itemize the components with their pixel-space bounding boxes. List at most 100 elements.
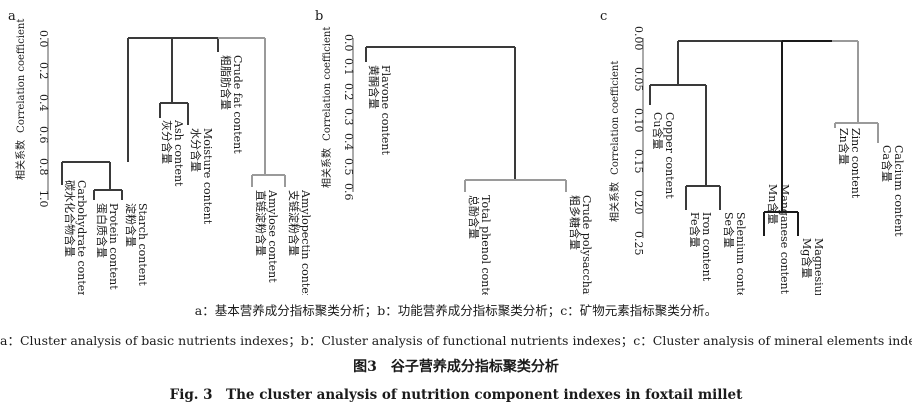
panel-caption-cn: a：基本营养成分指标聚类分析；b：功能营养成分指标聚类分析；c：矿物元素指标聚类… bbox=[194, 303, 718, 318]
leaf-en: Flavone content bbox=[379, 65, 392, 156]
tick-label: 0.5 bbox=[342, 158, 355, 176]
figure-title-cn: 图3 谷子营养成分指标聚类分析 bbox=[353, 359, 559, 375]
panel-c-axis-title: 相关系数 Correlation coefficient bbox=[608, 61, 621, 222]
leaf-cn: Mg含量 bbox=[800, 238, 814, 278]
tick-label: 0.8 bbox=[37, 158, 50, 176]
panel-b-axis-title: 相关系数 Correlation coefficient bbox=[320, 27, 333, 188]
leaf-label-starch: 淀粉含量Starch content bbox=[124, 203, 149, 286]
leaf-en: Carbohydrate content bbox=[75, 180, 88, 295]
leaf-label-protein: 蛋白质含量Protein content bbox=[95, 203, 120, 290]
dendro-branch bbox=[218, 37, 286, 187]
leaf-label-amylopectin: 支链淀粉含量Amylopectin content bbox=[287, 189, 312, 295]
tick-label: 0.15 bbox=[632, 149, 645, 174]
leaf-en: Zinc content bbox=[849, 128, 862, 199]
leaf-label-magnesium: Mg含量Magnesium content bbox=[800, 238, 825, 295]
leaf-en: Starch content bbox=[136, 203, 149, 286]
panel-c-ticks: 0.00 0.05 0.10 0.15 0.20 0.25 bbox=[632, 26, 645, 256]
leaf-cn: 支链淀粉含量 bbox=[287, 190, 301, 256]
tick-label: 0.20 bbox=[632, 190, 645, 215]
dendro-branch bbox=[649, 40, 822, 210]
tick-label: 0.00 bbox=[632, 26, 645, 51]
leaf-cn: Cu含量 bbox=[651, 112, 665, 150]
panel-a-leaves: 碳水化合物含量Carbohydrate content 蛋白质含量Protein… bbox=[63, 55, 312, 295]
leaf-cn: 水分含量 bbox=[189, 128, 203, 172]
leaf-label-zinc: Zn含量Zinc content bbox=[837, 128, 862, 199]
leaf-label-ash: 灰分含量Ash content bbox=[160, 119, 185, 187]
leaf-label-calcium: Ca含量Calcium content bbox=[880, 145, 905, 237]
leaf-cn: 粗多糖含量 bbox=[568, 195, 582, 250]
panel-a-ticks: 0.0 0.2 0.4 0.6 0.8 1.0 bbox=[37, 30, 50, 208]
leaf-cn: 灰分含量 bbox=[160, 120, 174, 164]
axis-title-en: Correlation coefficient bbox=[322, 27, 333, 141]
panel-c-dendrogram bbox=[649, 40, 879, 236]
panel-c-letter: c bbox=[600, 9, 607, 24]
figure-title-en: Fig. 3 The cluster analysis of nutrition… bbox=[169, 387, 743, 403]
panel-c: c 0.00 0.05 0.10 0.15 0.20 0.25 相关系数 Cor… bbox=[600, 9, 905, 295]
axis-title-cn: 相关系数 bbox=[14, 140, 27, 180]
tick-label: 0.0 bbox=[37, 30, 50, 48]
tick-label: 0.2 bbox=[342, 83, 355, 101]
tick-label: 0.4 bbox=[342, 133, 355, 151]
dendro-branch bbox=[61, 37, 218, 200]
leaf-label-crude-polysaccharide: 粗多糖含量Crude polysaccharide content bbox=[568, 195, 593, 295]
leaf-cn: 蛋白质含量 bbox=[95, 203, 109, 258]
leaf-label-total-phenol: 总酚含量Total phenol content bbox=[467, 195, 492, 295]
leaf-en: Calcium content bbox=[892, 145, 905, 237]
tick-label: 0.3 bbox=[342, 108, 355, 126]
leaf-label-iron: Fe含量Iron content bbox=[688, 212, 713, 282]
panel-b-ticks: 0.0 0.1 0.2 0.3 0.4 0.5 0.6 bbox=[342, 34, 355, 201]
leaf-en: Manganese content bbox=[778, 184, 791, 295]
tick-label: 0.10 bbox=[632, 108, 645, 133]
leaf-cn: Fe含量 bbox=[688, 212, 702, 248]
axis-title-cn: 相关系数 bbox=[320, 148, 333, 188]
dendro-branch bbox=[159, 38, 189, 125]
leaf-cn: 黄酮含量 bbox=[367, 65, 381, 109]
dendro-branch bbox=[464, 179, 567, 192]
leaf-cn: Se含量 bbox=[722, 212, 736, 248]
panel-b-letter: b bbox=[315, 9, 323, 24]
leaf-cn: 粗脂肪含量 bbox=[219, 55, 233, 110]
panel-a: a 0.0 0.2 0.4 0.6 0.8 1.0 相关系数 Correlati… bbox=[8, 9, 312, 295]
leaf-label-manganese: Mn含量Manganese content bbox=[766, 184, 791, 295]
leaf-cn: Mn含量 bbox=[766, 184, 780, 224]
tick-label: 1.0 bbox=[37, 190, 50, 208]
leaf-label-copper: Cu含量Copper content bbox=[651, 112, 676, 199]
tick-label: 0.2 bbox=[37, 62, 50, 80]
tick-label: 0.25 bbox=[632, 231, 645, 256]
leaf-en: Protein content bbox=[107, 203, 120, 290]
panel-b-leaves: 黄酮含量Flavone content 总酚含量Total phenol con… bbox=[367, 65, 593, 295]
leaf-label-flavone: 黄酮含量Flavone content bbox=[367, 65, 392, 156]
axis-title-en: Correlation coefficient bbox=[16, 19, 27, 133]
leaf-en: Iron content bbox=[700, 212, 713, 282]
leaf-label-selenium: Se含量Selenium content bbox=[722, 212, 747, 295]
leaf-en: Selenium content bbox=[734, 212, 747, 295]
leaf-cn: Zn含量 bbox=[837, 128, 851, 165]
panel-c-leaves: Cu含量Copper content Fe含量Iron content Se含量… bbox=[651, 112, 905, 295]
axis-title-cn: 相关系数 bbox=[608, 182, 621, 222]
leaf-label-amylose: 直链淀粉含量Amylose content bbox=[254, 189, 279, 283]
tick-label: 0.0 bbox=[342, 34, 355, 52]
leaf-cn: 淀粉含量 bbox=[124, 203, 138, 247]
axis-title-en: Correlation coefficient bbox=[610, 61, 621, 175]
leaf-cn: Ca含量 bbox=[880, 145, 894, 182]
leaf-en: Crude polysaccharide content bbox=[580, 195, 593, 295]
cluster-figure: a 0.0 0.2 0.4 0.6 0.8 1.0 相关系数 Correlati… bbox=[8, 9, 905, 295]
dendro-branch bbox=[365, 46, 516, 180]
leaf-en: Magnesium content bbox=[812, 238, 825, 295]
tick-label: 0.6 bbox=[342, 183, 355, 201]
dendro-branch bbox=[763, 40, 832, 236]
leaf-en: Crude fat content bbox=[231, 55, 244, 154]
panel-a-axis-title: 相关系数 Correlation coefficient bbox=[14, 19, 27, 180]
panel-b: b 0.0 0.1 0.2 0.3 0.4 0.5 0.6 相关系数 Corre… bbox=[315, 9, 593, 295]
tick-label: 0.1 bbox=[342, 58, 355, 76]
panel-a-letter: a bbox=[8, 9, 16, 24]
panel-b-dendrogram bbox=[365, 46, 567, 192]
leaf-en: Amylose content bbox=[266, 189, 279, 283]
leaf-cn: 直链淀粉含量 bbox=[254, 190, 268, 256]
tick-label: 0.6 bbox=[37, 126, 50, 144]
tick-label: 0.4 bbox=[37, 94, 50, 112]
panel-a-dendrogram bbox=[61, 37, 286, 200]
dendro-branch bbox=[832, 40, 879, 143]
leaf-cn: 碳水化合物含量 bbox=[63, 180, 77, 257]
leaf-label-carbohydrate: 碳水化合物含量Carbohydrate content bbox=[63, 180, 88, 295]
